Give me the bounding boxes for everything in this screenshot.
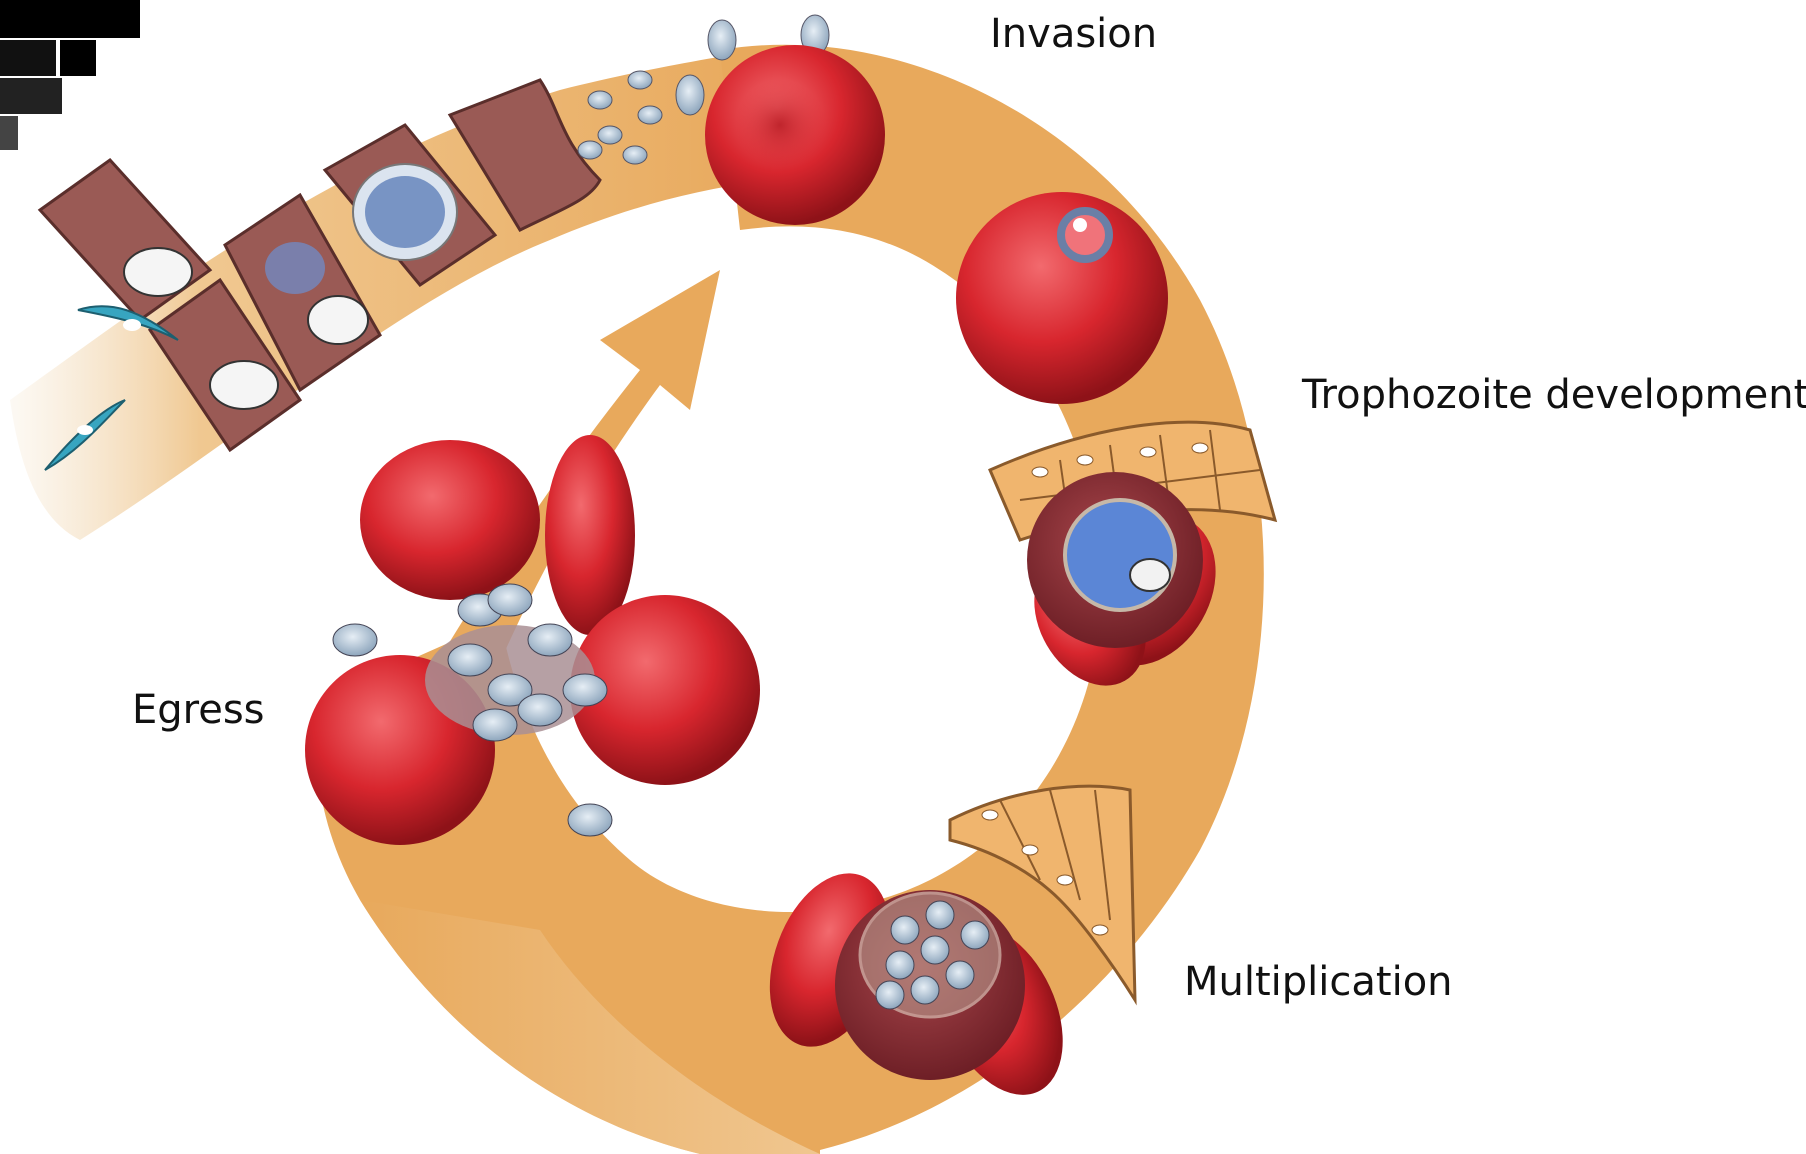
logo-blocks-icon xyxy=(0,0,140,150)
ring-stage-cell xyxy=(956,192,1168,404)
label-trophozoite-development: Trophozoite development xyxy=(1302,375,1806,415)
red-blood-cell-icon xyxy=(705,45,885,225)
label-invasion: Invasion xyxy=(990,14,1157,54)
label-multiplication: Multiplication xyxy=(1184,962,1453,1002)
label-egress: Egress xyxy=(132,690,265,730)
